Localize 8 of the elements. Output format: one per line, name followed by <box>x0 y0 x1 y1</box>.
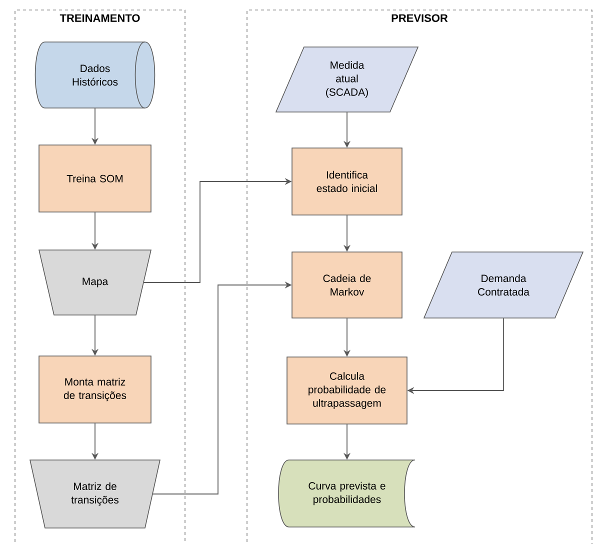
process-box: Treina SOM <box>38 144 152 212</box>
process-box: Identifica estado inicial <box>292 148 402 216</box>
database-cylinder: Dados Históricos <box>34 42 156 108</box>
lane-title: PREVISOR <box>392 14 448 22</box>
process-box: Calcula probabilidade de ultrapassagem <box>286 356 408 424</box>
process-box: Cadeia de Markov <box>292 252 402 318</box>
process-box: Monta matriz de transições <box>38 356 152 424</box>
lane-title: TREINAMENTO <box>60 14 140 22</box>
